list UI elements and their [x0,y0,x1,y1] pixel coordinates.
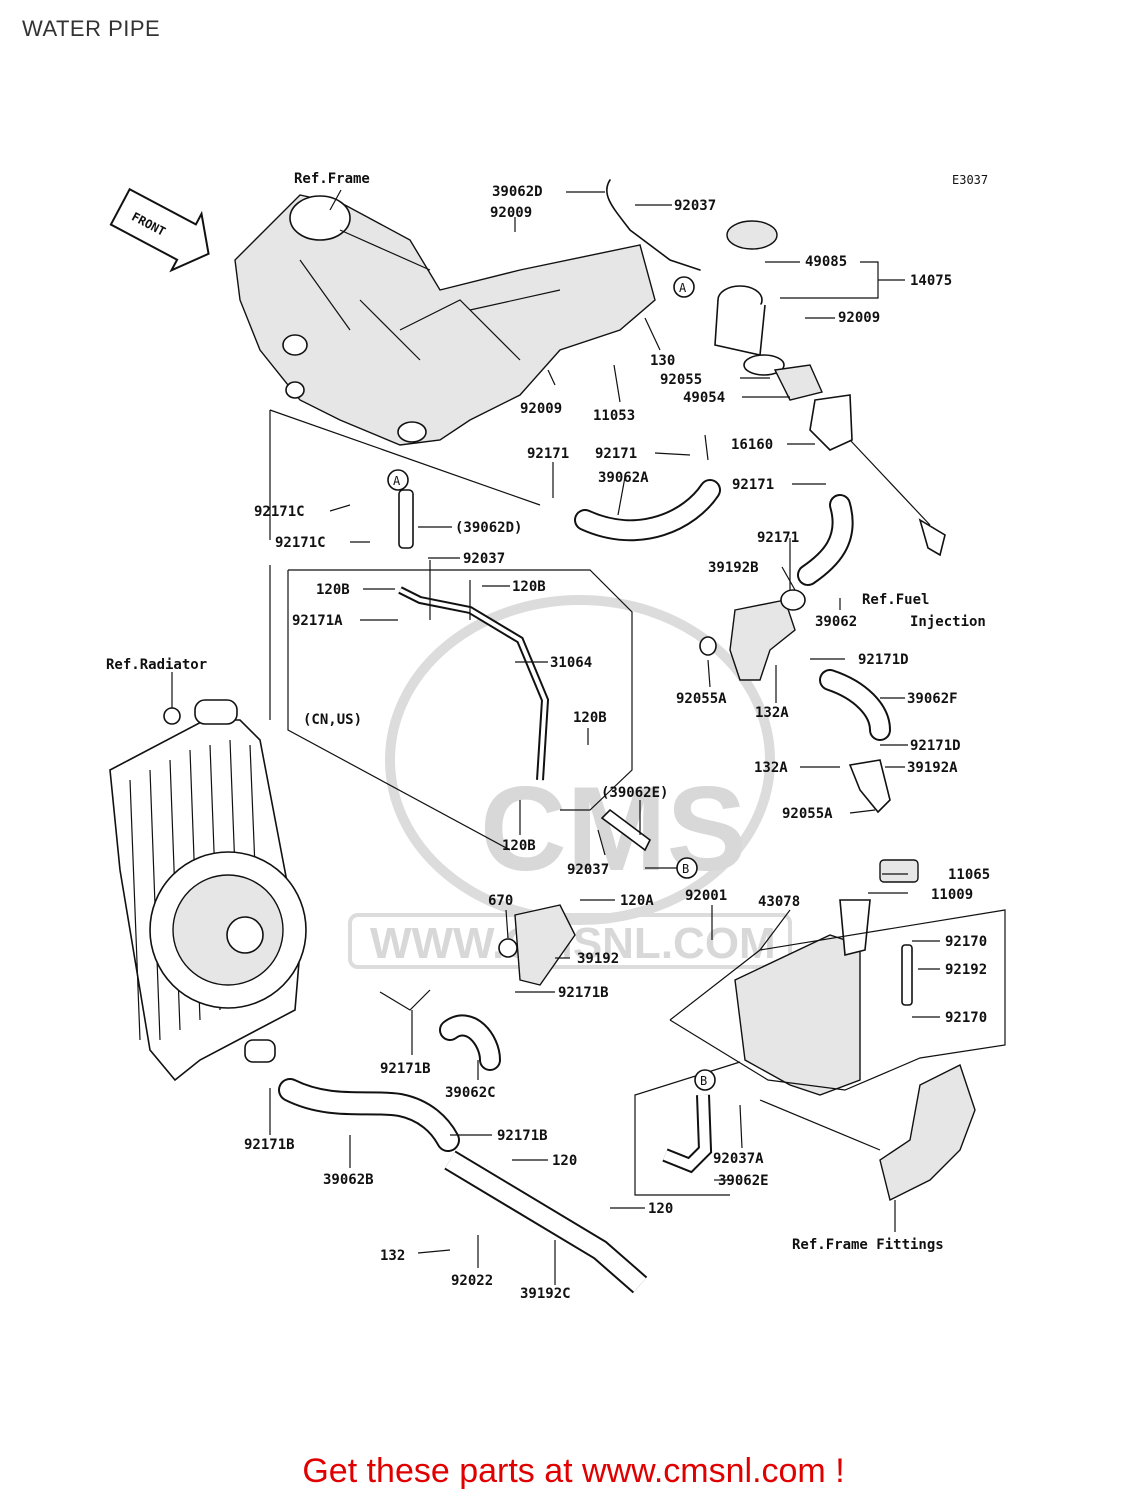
svg-text:A: A [679,281,687,295]
page-title: WATER PIPE [22,16,161,41]
part-49054: 49054 [683,390,725,406]
part-120A: 120A [620,893,654,909]
part-92171: 92171 [527,446,569,462]
part-49085: 49085 [805,254,847,270]
part-39062B: 39062B [323,1172,374,1188]
watermark: CMS WWW.CMSNL.COM [348,595,792,969]
part-92022: 92022 [451,1273,493,1289]
part-132: 132 [380,1248,405,1264]
part-92171D: 92171D [910,738,961,754]
ref-frame-label: Ref.Frame [294,171,370,187]
callout-b-icon: B [694,1069,716,1091]
part-130: 130 [650,353,675,369]
ref-injection-label: Injection [910,614,986,630]
part-92171: 92171 [595,446,637,462]
part-92037: 92037 [674,198,716,214]
part-92055: 92055 [660,372,702,388]
watermark-brand: CMS [480,762,747,896]
part-92009: 92009 [520,401,562,417]
part-39192C: 39192C [520,1286,571,1302]
part-132A: 132A [755,705,789,721]
ref-fuel-label: Ref.Fuel [862,592,929,608]
part-92037: 92037 [463,551,505,567]
radiator-part [109,699,307,1082]
part-43078: 43078 [758,894,800,910]
diagram-code: E3037 [952,173,988,187]
part-39192B: 39192B [708,560,759,576]
part-39062: 39062 [815,614,857,630]
part-16160: 16160 [731,437,773,453]
part-92009: 92009 [490,205,532,221]
part-92037A: 92037A [713,1151,764,1167]
part-92171B: 92171B [558,985,609,1001]
part-120B: 120B [502,838,536,854]
part-120B: 120B [316,582,350,598]
part-132A: 132A [754,760,788,776]
part-11009: 11009 [931,887,973,903]
part-31064: 31064 [550,655,592,671]
part-120B: 120B [512,579,546,595]
part-39192: 39192 [577,951,619,967]
part-39062E-paren: (39062E) [601,785,668,801]
part-92171: 92171 [757,530,799,546]
region-label: (CN,US) [303,712,362,728]
part-92055A: 92055A [782,806,833,822]
callout-b-icon: B [676,857,698,879]
part-92037: 92037 [567,862,609,878]
ref-radiator-label: Ref.Radiator [106,657,207,673]
part-39062C: 39062C [445,1085,496,1101]
part-14075: 14075 [910,273,952,289]
part-92171D: 92171D [858,652,909,668]
callout-a-icon: A [387,469,409,491]
part-92170: 92170 [945,934,987,950]
radiator-cap-part [714,220,853,451]
part-92001: 92001 [685,888,727,904]
part-39062D: 39062D [492,184,543,200]
ref-frame-fittings-label: Ref.Frame Fittings [792,1237,944,1253]
part-92055A: 92055A [676,691,727,707]
part-11053: 11053 [593,408,635,424]
leader-lines [269,191,940,1285]
part-11065: 11065 [948,867,990,883]
svg-text:B: B [700,1074,707,1088]
watermark-url: WWW.CMSNL.COM [370,919,776,968]
part-92171C: 92171C [275,535,326,551]
part-39192A: 39192A [907,760,958,776]
part-92171B: 92171B [497,1128,548,1144]
part-92171A: 92171A [292,613,343,629]
part-670: 670 [488,893,513,909]
part-39062E: 39062E [718,1173,769,1189]
part-92192: 92192 [945,962,987,978]
part-120: 120 [648,1201,673,1217]
front-arrow-icon: FRONT [109,187,210,273]
part-92009: 92009 [838,310,880,326]
part-92171B: 92171B [380,1061,431,1077]
svg-text:B: B [682,862,689,876]
callout-a-icon: A [673,276,695,298]
part-39062F: 39062F [907,691,958,707]
frame-part [234,194,656,446]
part-39062D-paren: (39062D) [455,520,522,536]
water-pipe-39192B [699,589,806,681]
svg-text:A: A [393,474,401,488]
footer-cta-link[interactable]: Get these parts at www.cmsnl.com ! [302,1452,845,1490]
part-92171B: 92171B [244,1137,295,1153]
part-120: 120 [552,1153,577,1169]
part-120B: 120B [573,710,607,726]
part-92170: 92170 [945,1010,987,1026]
part-39062A: 39062A [598,470,649,486]
part-92171C: 92171C [254,504,305,520]
part-92171: 92171 [732,477,774,493]
